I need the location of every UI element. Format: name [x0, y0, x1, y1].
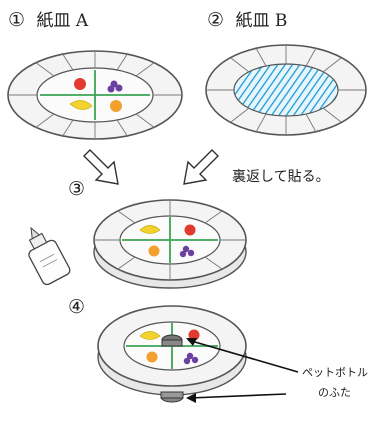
glue-bottle-icon [28, 226, 71, 286]
arrow-down-left-icon [183, 149, 219, 185]
plate-b [205, 44, 367, 136]
grapes-icon [107, 85, 115, 93]
apple-icon [74, 78, 86, 90]
plate-a [7, 50, 183, 140]
step1-title: ① 紙皿 A [8, 6, 88, 31]
step2-label: 紙皿 B [235, 11, 288, 31]
orange-icon [110, 100, 122, 112]
step4-number: ④ [68, 296, 86, 318]
step3-number: ③ [68, 178, 86, 200]
arrow-down-right-icon [83, 149, 119, 185]
step2-number: ② [207, 9, 225, 31]
step1-label: 紙皿 A [36, 11, 89, 31]
step3-note: 裏返して貼る。 [232, 169, 330, 185]
step2-title: ② 紙皿 B [207, 6, 287, 31]
callout-line2: のふた [318, 386, 351, 399]
callout-arrow-bottom [189, 393, 287, 399]
plate-top [97, 305, 247, 403]
callout-arrow-top [187, 339, 299, 373]
callout-line1: ペットボトル [302, 366, 368, 379]
plate-assembled [93, 199, 247, 289]
banana-icon [69, 100, 93, 110]
step1-number: ① [8, 9, 26, 31]
